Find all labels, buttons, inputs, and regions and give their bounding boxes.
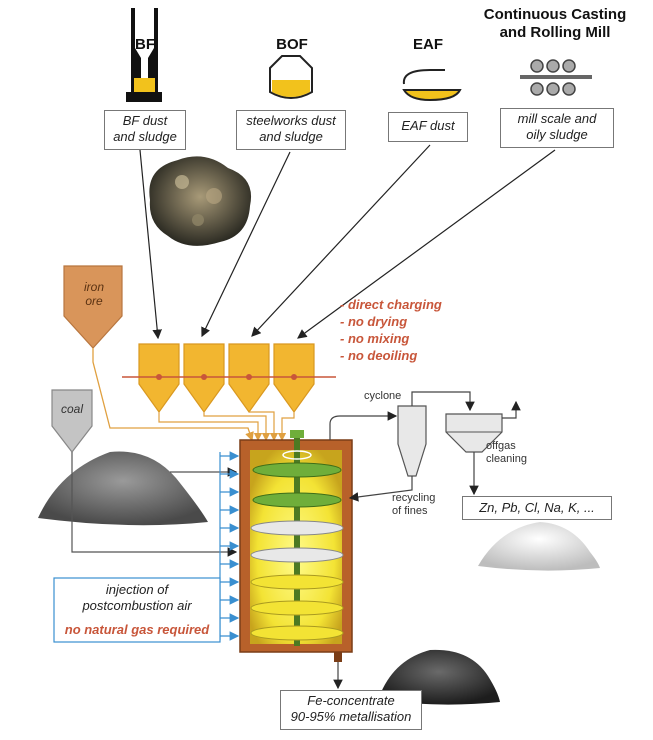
benefit-no-mixing: - no mixing bbox=[340, 331, 410, 346]
byproduct-pile-image bbox=[478, 522, 600, 571]
coal-pile-image bbox=[38, 451, 208, 526]
air-injection-lines bbox=[219, 451, 240, 641]
benefit-direct-charging: - direct charging bbox=[340, 297, 442, 312]
cyclone-to-filter-line bbox=[411, 391, 475, 412]
multiple-hearth-furnace bbox=[239, 430, 353, 662]
cyclone-label: cyclone bbox=[364, 390, 402, 402]
benefits-list: - direct charging - no drying - no mixin… bbox=[340, 296, 480, 364]
byproducts-box: Zn, Pb, Cl, Na, K, ... bbox=[462, 496, 612, 520]
converter-icon bbox=[269, 55, 313, 99]
cyclone-icon bbox=[397, 405, 427, 477]
product-box: Fe-concentrate 90-95% metallisation bbox=[280, 690, 422, 730]
benefit-no-deoiling: - no deoiling bbox=[340, 348, 418, 363]
filter-exhaust-line bbox=[502, 400, 521, 419]
feed-hoppers bbox=[122, 343, 336, 414]
injection-box-frame bbox=[53, 577, 221, 643]
dust-lump-image bbox=[149, 156, 252, 246]
rolling-mill-icon bbox=[520, 59, 592, 96]
iron-ore-hopper bbox=[63, 265, 123, 349]
bf-dust-box: BF dust and sludge bbox=[104, 110, 186, 150]
coal-feed-line bbox=[71, 452, 238, 557]
benefit-no-drying: - no drying bbox=[340, 314, 408, 329]
mill-scale-box: mill scale and oily sludge bbox=[500, 108, 614, 148]
no-natural-gas-text: no natural gas required bbox=[64, 622, 210, 637]
hopper-feed-lines bbox=[158, 411, 295, 442]
offgas-filter-icon bbox=[445, 413, 503, 453]
electric-arc-furnace-icon bbox=[402, 69, 462, 102]
eaf-title: EAF bbox=[413, 36, 443, 53]
bof-dust-box: steelworks dust and sludge bbox=[236, 110, 346, 150]
coal-label: coal bbox=[60, 402, 83, 416]
bof-title: BOF bbox=[276, 36, 308, 53]
ccr-title: Continuous Casting and Rolling Mill bbox=[483, 6, 627, 41]
offgas-line bbox=[329, 411, 398, 440]
eaf-dust-box: EAF dust bbox=[388, 112, 468, 142]
recycling-label: recycling of fines bbox=[392, 492, 436, 517]
source-arrows bbox=[139, 144, 556, 340]
iron-ore-label: iron ore bbox=[83, 280, 104, 308]
ore-feed-line bbox=[92, 348, 254, 442]
blast-furnace-icon bbox=[126, 8, 162, 102]
offgas-cleaning-label: offgas cleaning bbox=[486, 440, 527, 465]
bf-title: BF bbox=[135, 36, 155, 53]
coal-hopper bbox=[51, 389, 93, 453]
injection-text: injection of postcombustion air bbox=[82, 582, 192, 613]
fines-recycle-line bbox=[348, 476, 413, 502]
